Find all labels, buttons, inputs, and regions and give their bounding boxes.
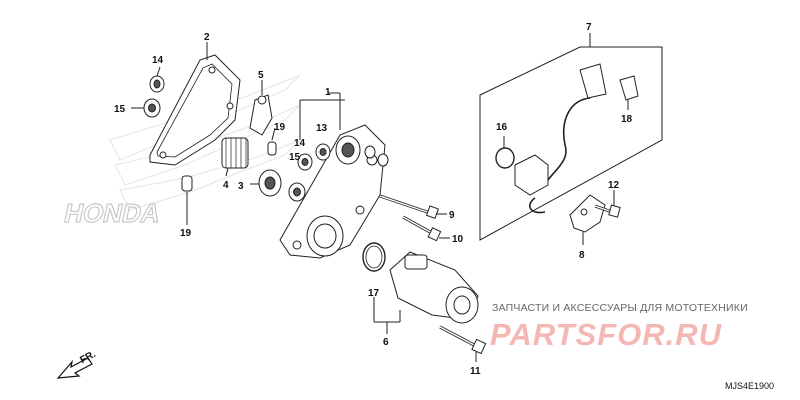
callout-19-upper: 19	[274, 122, 286, 133]
bearing-cover-upper	[297, 153, 313, 171]
small-seals	[364, 145, 389, 167]
bolt-upper	[379, 194, 440, 220]
front-direction-arrow	[56, 357, 93, 379]
shop-tagline: ЗАПЧАСТИ И АКСЕССУАРЫ ДЛЯ МОТОТЕХНИКИ	[492, 302, 748, 314]
motor-mount-bolt	[439, 325, 487, 355]
idle-gear	[221, 137, 249, 169]
callout-labels: 1 2 3 4 5 6 7 8 9 10 11 12 13 14 14 15 1…	[114, 22, 633, 377]
shop-logo: PARTSFOR.RU	[490, 317, 723, 352]
shift-motor	[389, 251, 479, 324]
gasket	[149, 54, 241, 166]
callout-13: 13	[316, 123, 328, 134]
callout-7: 7	[586, 22, 592, 33]
bearing-upper	[149, 75, 165, 93]
callout-2: 2	[204, 32, 210, 43]
callout-14-cover: 14	[294, 138, 306, 149]
callout-5: 5	[258, 70, 264, 81]
callout-4: 4	[223, 180, 229, 191]
callout-15-cover: 15	[289, 152, 301, 163]
drive-gear	[258, 169, 282, 197]
sensor-assembly-frame	[479, 46, 663, 241]
callout-11: 11	[470, 366, 481, 377]
dowel-pin-lower	[181, 175, 193, 192]
bracket-bolt	[594, 204, 621, 218]
callout-17: 17	[368, 288, 380, 299]
harness-clip	[619, 75, 639, 101]
callout-8: 8	[579, 250, 585, 261]
bolt-lower	[402, 215, 442, 242]
callout-9: 9	[449, 210, 455, 221]
callout-16: 16	[496, 122, 508, 133]
callout-18: 18	[621, 114, 633, 125]
callout-14-upper: 14	[152, 55, 164, 66]
diagram-code: MJS4E1900	[725, 381, 775, 391]
callout-12: 12	[608, 180, 620, 191]
callout-1: 1	[325, 87, 331, 98]
callout-6: 6	[383, 337, 389, 348]
callout-10: 10	[452, 234, 464, 245]
angle-sensor	[514, 63, 607, 214]
honda-outline-text: HONDA	[62, 198, 164, 228]
callout-19-lower: 19	[180, 228, 192, 239]
bearing-cover-lower	[288, 182, 306, 202]
o-ring-motor	[362, 242, 386, 272]
callout-3: 3	[238, 181, 244, 192]
bearing-lower	[143, 98, 161, 118]
o-ring-sensor	[495, 147, 515, 169]
shift-shaft	[249, 94, 273, 136]
leader-lines	[131, 33, 629, 362]
oil-seal	[315, 143, 331, 161]
harness-bracket	[569, 194, 606, 233]
callout-15-upper: 15	[114, 104, 126, 115]
shift-housing-cover	[279, 124, 386, 259]
dowel-pin-upper	[267, 141, 277, 156]
